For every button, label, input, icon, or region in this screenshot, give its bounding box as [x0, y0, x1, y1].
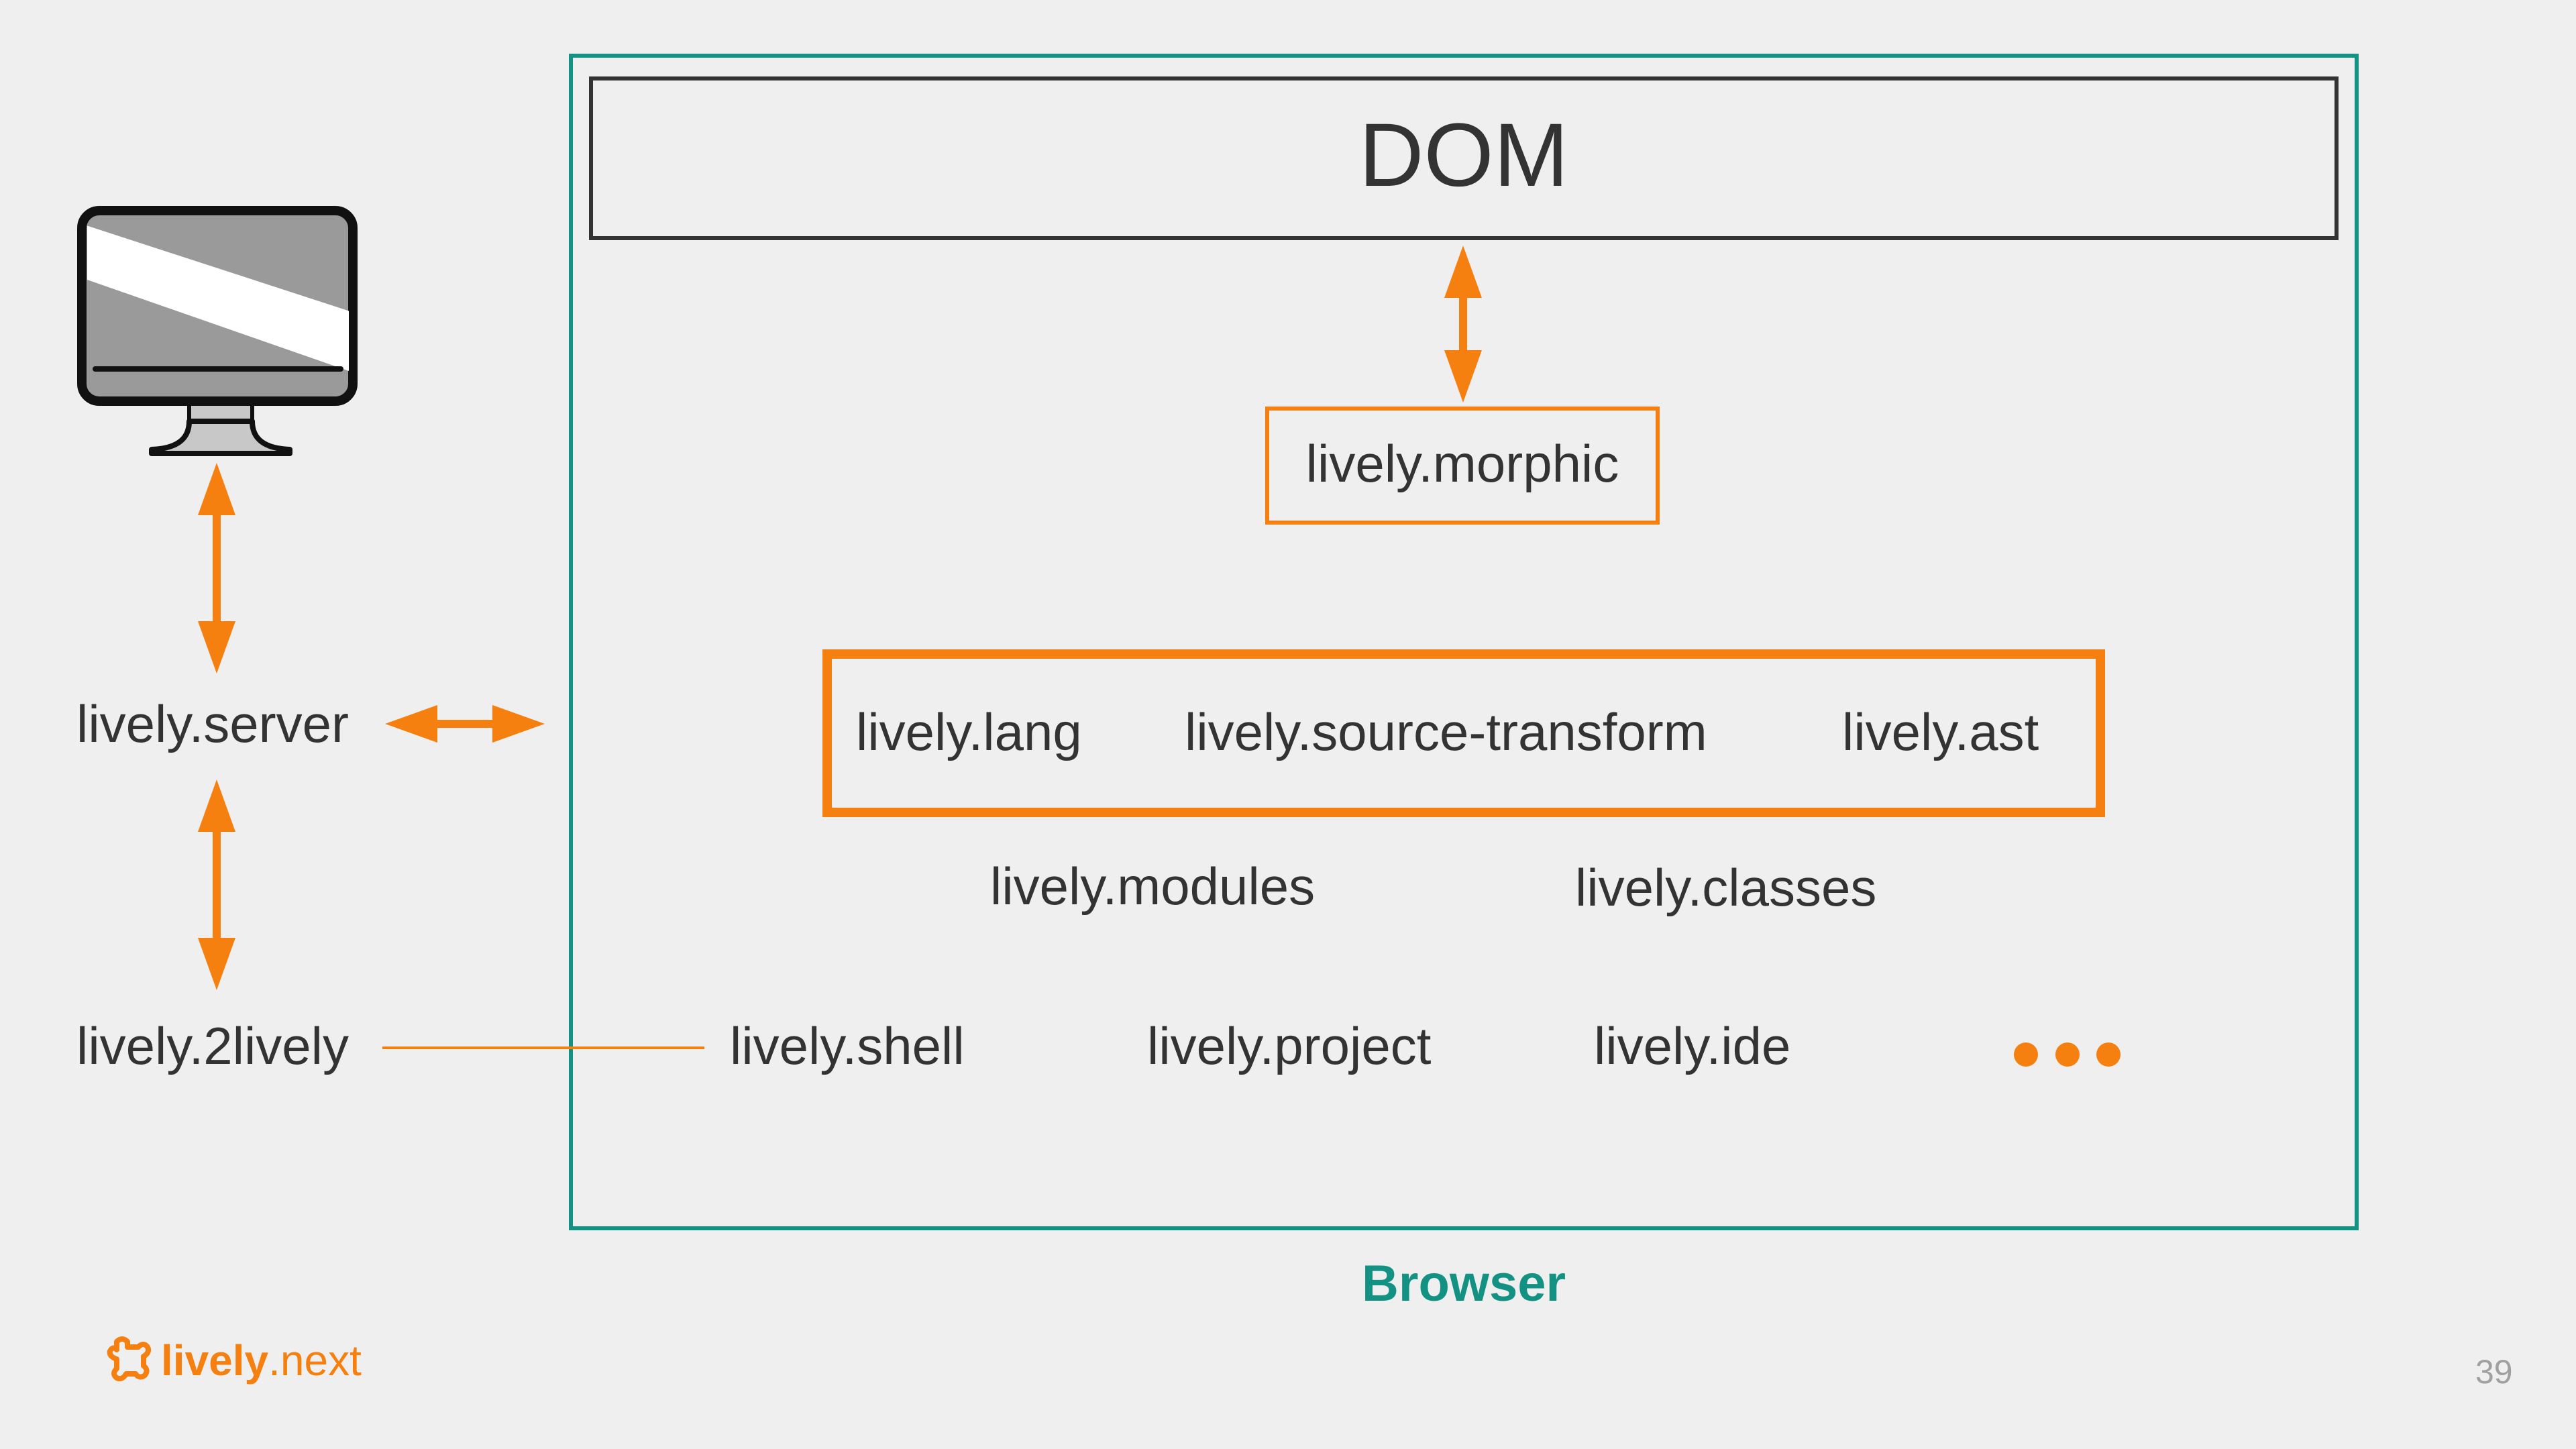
- morphic-label: lively.morphic: [1305, 434, 1619, 493]
- module-lively-lang: lively.lang: [856, 702, 1082, 761]
- browser-frame: [569, 54, 2359, 1230]
- monitor-icon: [77, 206, 358, 456]
- module-lively-classes: lively.classes: [1575, 858, 1877, 917]
- module-lively-modules: lively.modules: [990, 857, 1316, 916]
- logo-word-bold: lively: [161, 1336, 269, 1385]
- arrow-server-2lively: [198, 780, 235, 990]
- core-modules-box: [822, 649, 2105, 817]
- puzzle-icon: [107, 1336, 152, 1382]
- tool-lively-project: lively.project: [1147, 1016, 1432, 1075]
- morphic-box: lively.morphic: [1265, 407, 1660, 525]
- module-lively-ast: lively.ast: [1842, 702, 2039, 761]
- twolively-label: lively.2lively: [76, 1016, 349, 1075]
- arrow-monitor-server: [198, 463, 235, 674]
- tool-lively-ide: lively.ide: [1594, 1016, 1791, 1075]
- browser-label: Browser: [1362, 1255, 1566, 1312]
- lively-next-logo: lively.next: [102, 1334, 362, 1387]
- server-label: lively.server: [76, 694, 349, 753]
- arrow-server-browser: [385, 705, 545, 743]
- tool-lively-shell: lively.shell: [730, 1016, 965, 1075]
- dom-label: DOM: [1358, 105, 1569, 205]
- page-number: 39: [2475, 1353, 2513, 1391]
- module-lively-source-transform: lively.source-transform: [1185, 702, 1707, 761]
- dom-box: DOM: [589, 76, 2339, 240]
- logo-word-light: .next: [268, 1336, 362, 1385]
